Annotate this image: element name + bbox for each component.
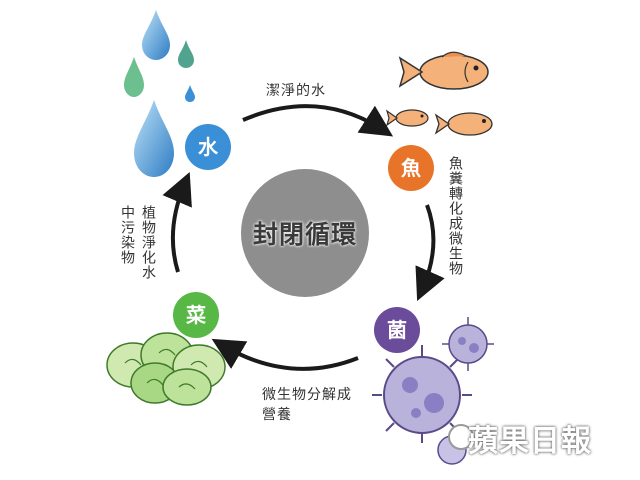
droplet [185,85,195,102]
watermark-logo-icon [448,424,474,450]
microbe-small [442,317,494,371]
water-droplets-illustration [124,10,195,177]
watermark: 蘋果日報 [468,424,592,459]
arrow-vegetable-to-water [162,171,192,273]
edge-label-bacteria-to-vegetable-line1: 微生物分解成 [262,387,352,403]
node-water: 水 [185,124,231,170]
fish-illustration [385,51,493,136]
node-fish: 魚 [388,145,434,191]
edge-label-water-to-fish: 潔淨的水 [266,83,326,99]
droplet [142,10,170,60]
edge-label-bacteria-to-vegetable-line2: 營養 [262,407,292,423]
edge-label-vegetable-to-water-line2: 中污染物 [119,205,135,265]
node-bacteria: 菌 [374,307,420,353]
edge-label-vegetable-to-water-line1: 植物淨化水 [140,205,156,280]
droplet [178,40,194,68]
center-title: 封閉循環 [252,220,357,249]
edge-label-fish-to-bacteria: 魚糞轉化成微生物 [447,156,463,276]
droplet [134,100,174,177]
fish-small [385,109,429,127]
droplet [124,57,144,97]
arrow-fish-to-bacteria [415,204,445,301]
vegetables-illustration [106,332,226,406]
arrow-water-to-fish [242,104,394,137]
arrow-bacteria-to-vegetable [211,338,359,371]
fish-medium [434,112,493,136]
fish-large [398,51,489,90]
node-vegetable: 菜 [173,292,219,338]
center-disc [241,169,369,297]
